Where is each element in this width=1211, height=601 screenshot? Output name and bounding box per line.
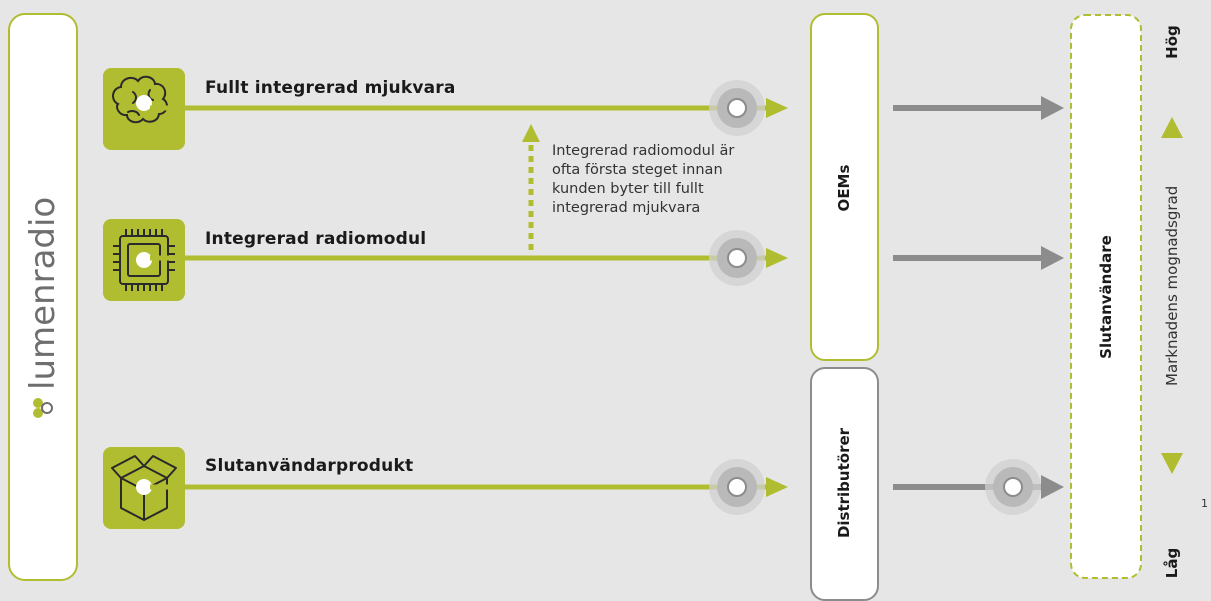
distributors-label: Distributörer [835,427,853,539]
lane-title-radio-module: Integrerad radiomodul [205,229,427,249]
triangle-down-icon [1161,453,1183,474]
lane-3-arrow [150,477,788,497]
oems-label: OEMs [835,164,853,212]
lane-title-end-user-product: Slutanvändarprodukt [205,456,414,476]
note-line-2: ofta första steget innan [552,162,723,178]
pulse-node-distributors [985,459,1041,515]
note-line-4: integrerad mjukvara [552,200,701,216]
brand-logo: lumenradio [23,196,63,420]
upgrade-dashed-arrow [522,124,540,250]
page-number: 1 [1201,497,1208,510]
lane-title-integrated-software: Fullt integrerad mjukvara [205,78,456,98]
note-line-3: kunden byter till fullt [552,181,704,197]
oems-panel [810,13,879,361]
chip-icon [113,229,175,291]
pulse-node-lane-3 [709,459,765,515]
brand-panel [8,13,78,581]
oems-to-endusers-arrow-bottom [893,246,1064,270]
lane-1-arrow [150,98,788,118]
maturity-high-label: Hög [1163,25,1181,59]
maturity-low-label: Låg [1163,547,1181,579]
oems-to-endusers-arrow-top [893,96,1064,120]
pulse-node-lane-1 [709,80,765,136]
distributors-panel [810,367,879,601]
triangle-up-icon [1161,117,1183,138]
brain-icon [112,75,168,124]
brand-name-part2: radio [23,196,63,284]
pulse-node-lane-2 [709,230,765,286]
brand-name-part1: lumen [23,283,63,390]
maturity-axis-label: Marknadens mognadsgrad [1163,185,1181,386]
note-line-1: Integrerad radiomodul är [552,143,735,159]
lane-2-arrow [150,248,788,268]
end-users-panel [1070,14,1142,579]
brand-hex-icon [30,396,70,420]
upgrade-note: Integrerad radiomodul är ofta första ste… [552,142,792,218]
end-users-label: Slutanvändare [1097,235,1115,359]
